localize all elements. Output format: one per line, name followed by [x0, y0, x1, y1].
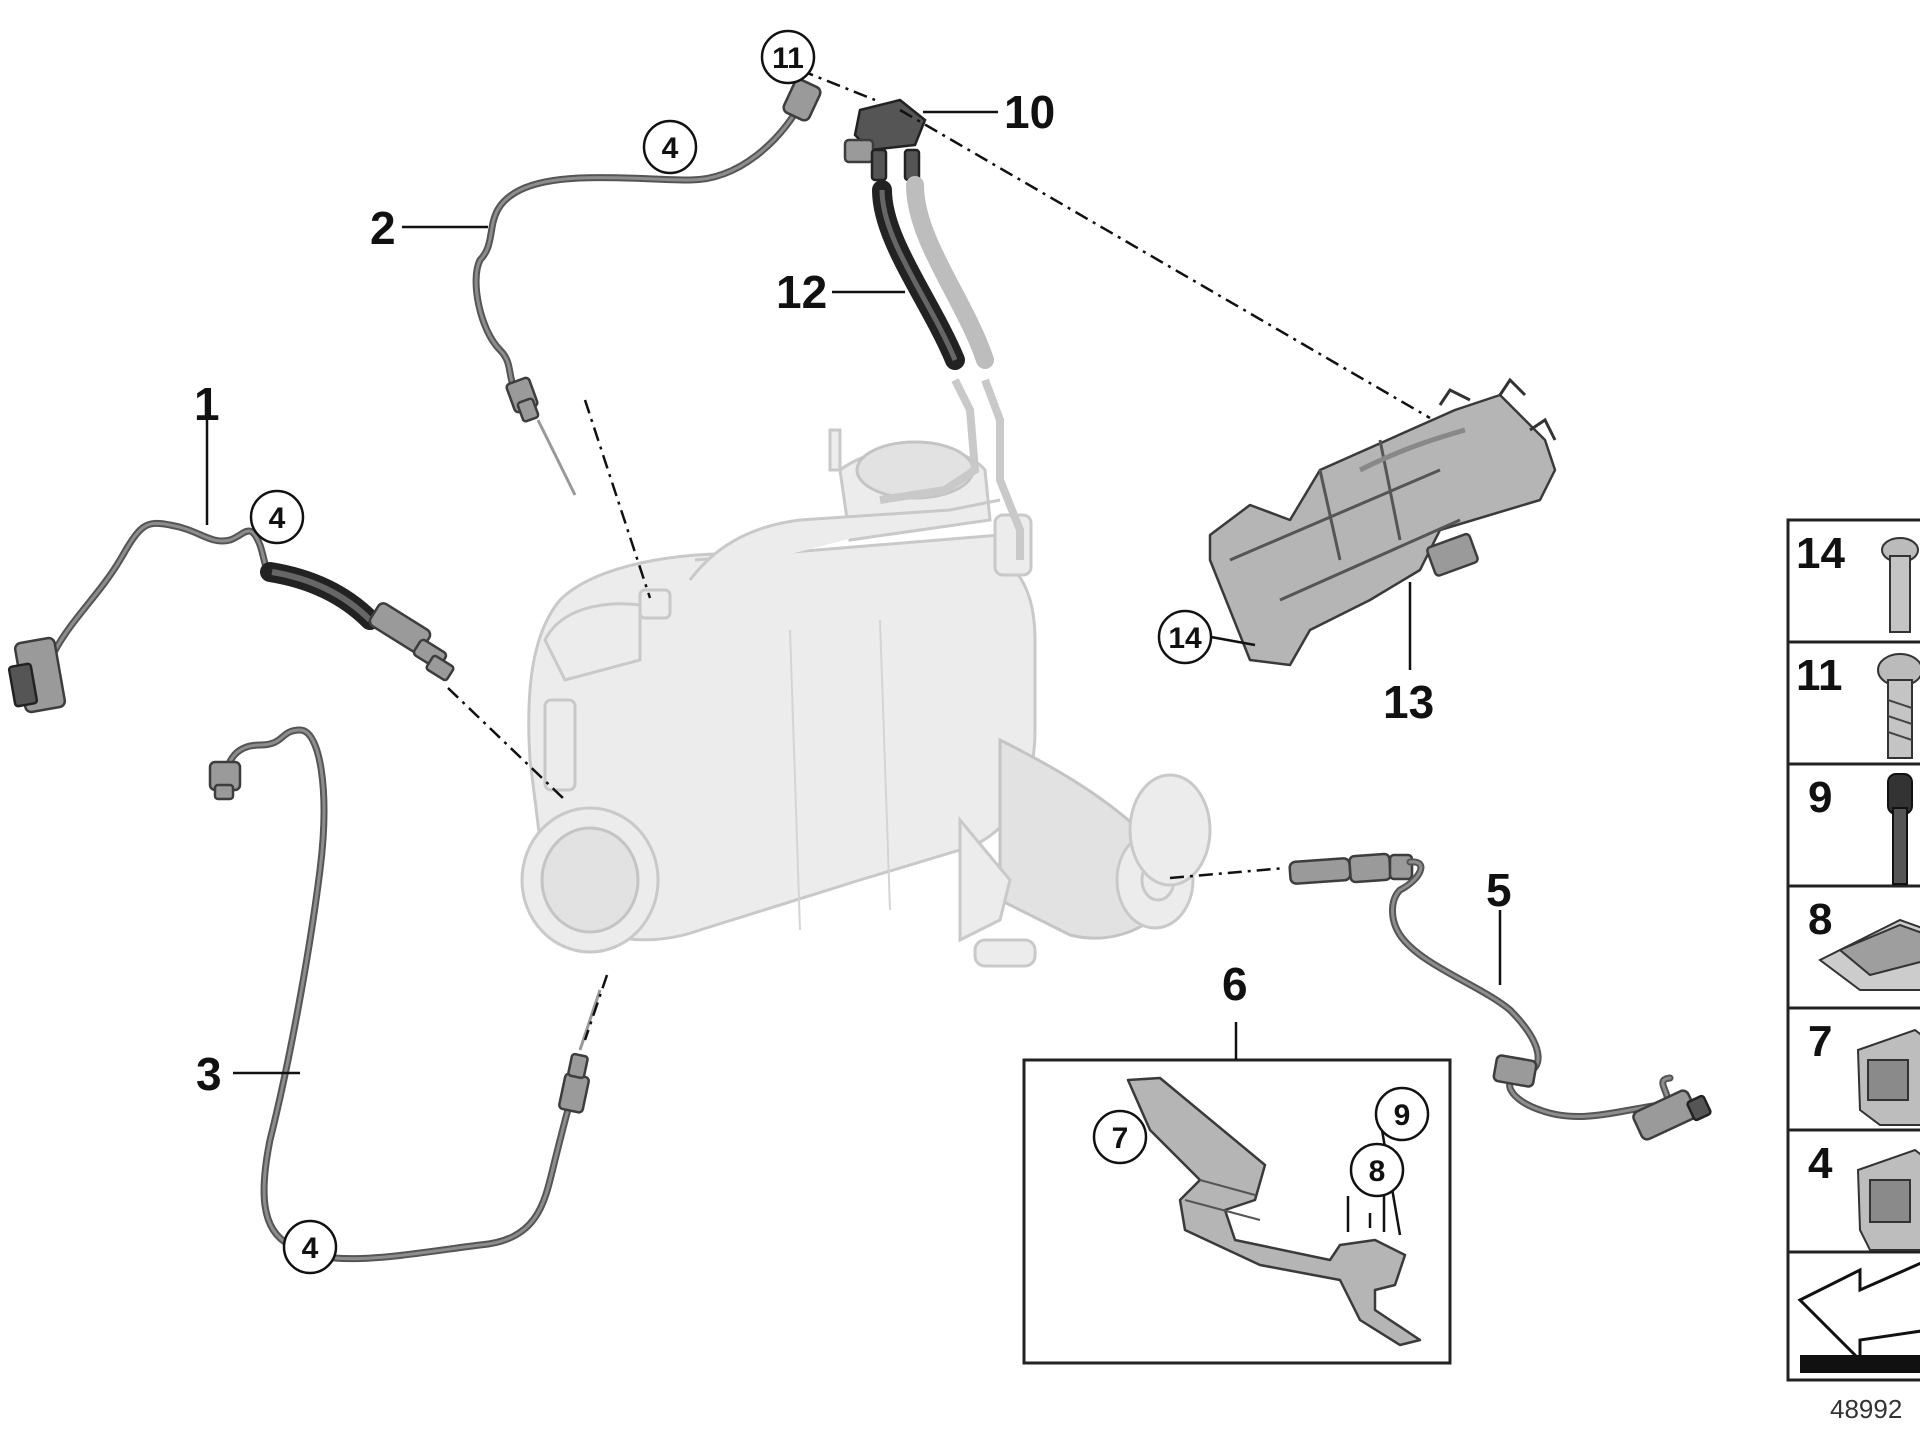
- side-item-9: 9: [1808, 773, 1832, 822]
- circled-callout-11: 11: [760, 29, 816, 85]
- circled-callout-4-top: 4: [642, 119, 698, 175]
- direction-arrow-icon: [1797, 1261, 1920, 1373]
- svg-text:4: 4: [302, 1232, 319, 1265]
- screw-11-icon: [1877, 653, 1920, 759]
- assembly-lines: [447, 68, 1431, 1041]
- side-item-4: 4: [1808, 1139, 1833, 1188]
- callout-labels: 1 2 3 5 6 10 12 13: [194, 86, 1512, 1100]
- side-item-7: 7: [1808, 1017, 1832, 1066]
- particulate-filter-ghost: [520, 428, 1212, 968]
- callout-13: 13: [1383, 676, 1434, 728]
- callout-3: 3: [196, 1048, 222, 1100]
- svg-text:7: 7: [1112, 1122, 1129, 1155]
- svg-text:14: 14: [1168, 622, 1202, 655]
- side-item-11: 11: [1796, 651, 1843, 700]
- circled-callout-7: 7: [1092, 1109, 1148, 1165]
- callout-6: 6: [1222, 958, 1248, 1010]
- clip-8-icon: [1818, 918, 1920, 991]
- side-parts-panel: 14 11 9 8 7 4: [1786, 518, 1920, 1382]
- callout-10: 10: [1004, 86, 1055, 138]
- svg-text:11: 11: [772, 42, 804, 75]
- part-5-oxygen-sensor: [1288, 852, 1712, 1141]
- circled-callout-4-bottom: 4: [282, 1219, 338, 1275]
- clip-4-icon: [1856, 1148, 1920, 1251]
- svg-text:9: 9: [1394, 1099, 1411, 1132]
- part-2-temperature-sensor: [472, 78, 822, 496]
- circled-callout-14: 14: [1157, 609, 1213, 665]
- circled-callout-9: 9: [1374, 1086, 1430, 1142]
- callout-5: 5: [1486, 864, 1512, 916]
- callout-1: 1: [194, 378, 220, 430]
- clip-9-icon: [1887, 773, 1913, 885]
- svg-text:4: 4: [662, 132, 679, 165]
- svg-text:4: 4: [269, 502, 286, 535]
- clip-7-icon: [1856, 1028, 1920, 1126]
- circled-callout-8: 8: [1349, 1142, 1405, 1198]
- circled-callouts: 4 4 4 11 14 7 8 9: [249, 29, 1430, 1275]
- callout-12: 12: [776, 266, 827, 318]
- part-10-pressure-sensor: [843, 98, 927, 182]
- circled-callout-4-left: 4: [249, 489, 305, 545]
- part-13-bracket: [1208, 377, 1557, 667]
- svg-text:8: 8: [1369, 1155, 1386, 1188]
- reference-number: 48992: [1830, 1394, 1902, 1424]
- side-item-8: 8: [1808, 895, 1832, 944]
- callout-2: 2: [370, 202, 396, 254]
- side-item-14: 14: [1796, 529, 1845, 578]
- part-12-hose: [872, 176, 1024, 560]
- part-1-temperature-sensor: [7, 519, 455, 714]
- screw-14-icon: [1881, 537, 1919, 633]
- part-3-temperature-sensor: [208, 726, 602, 1263]
